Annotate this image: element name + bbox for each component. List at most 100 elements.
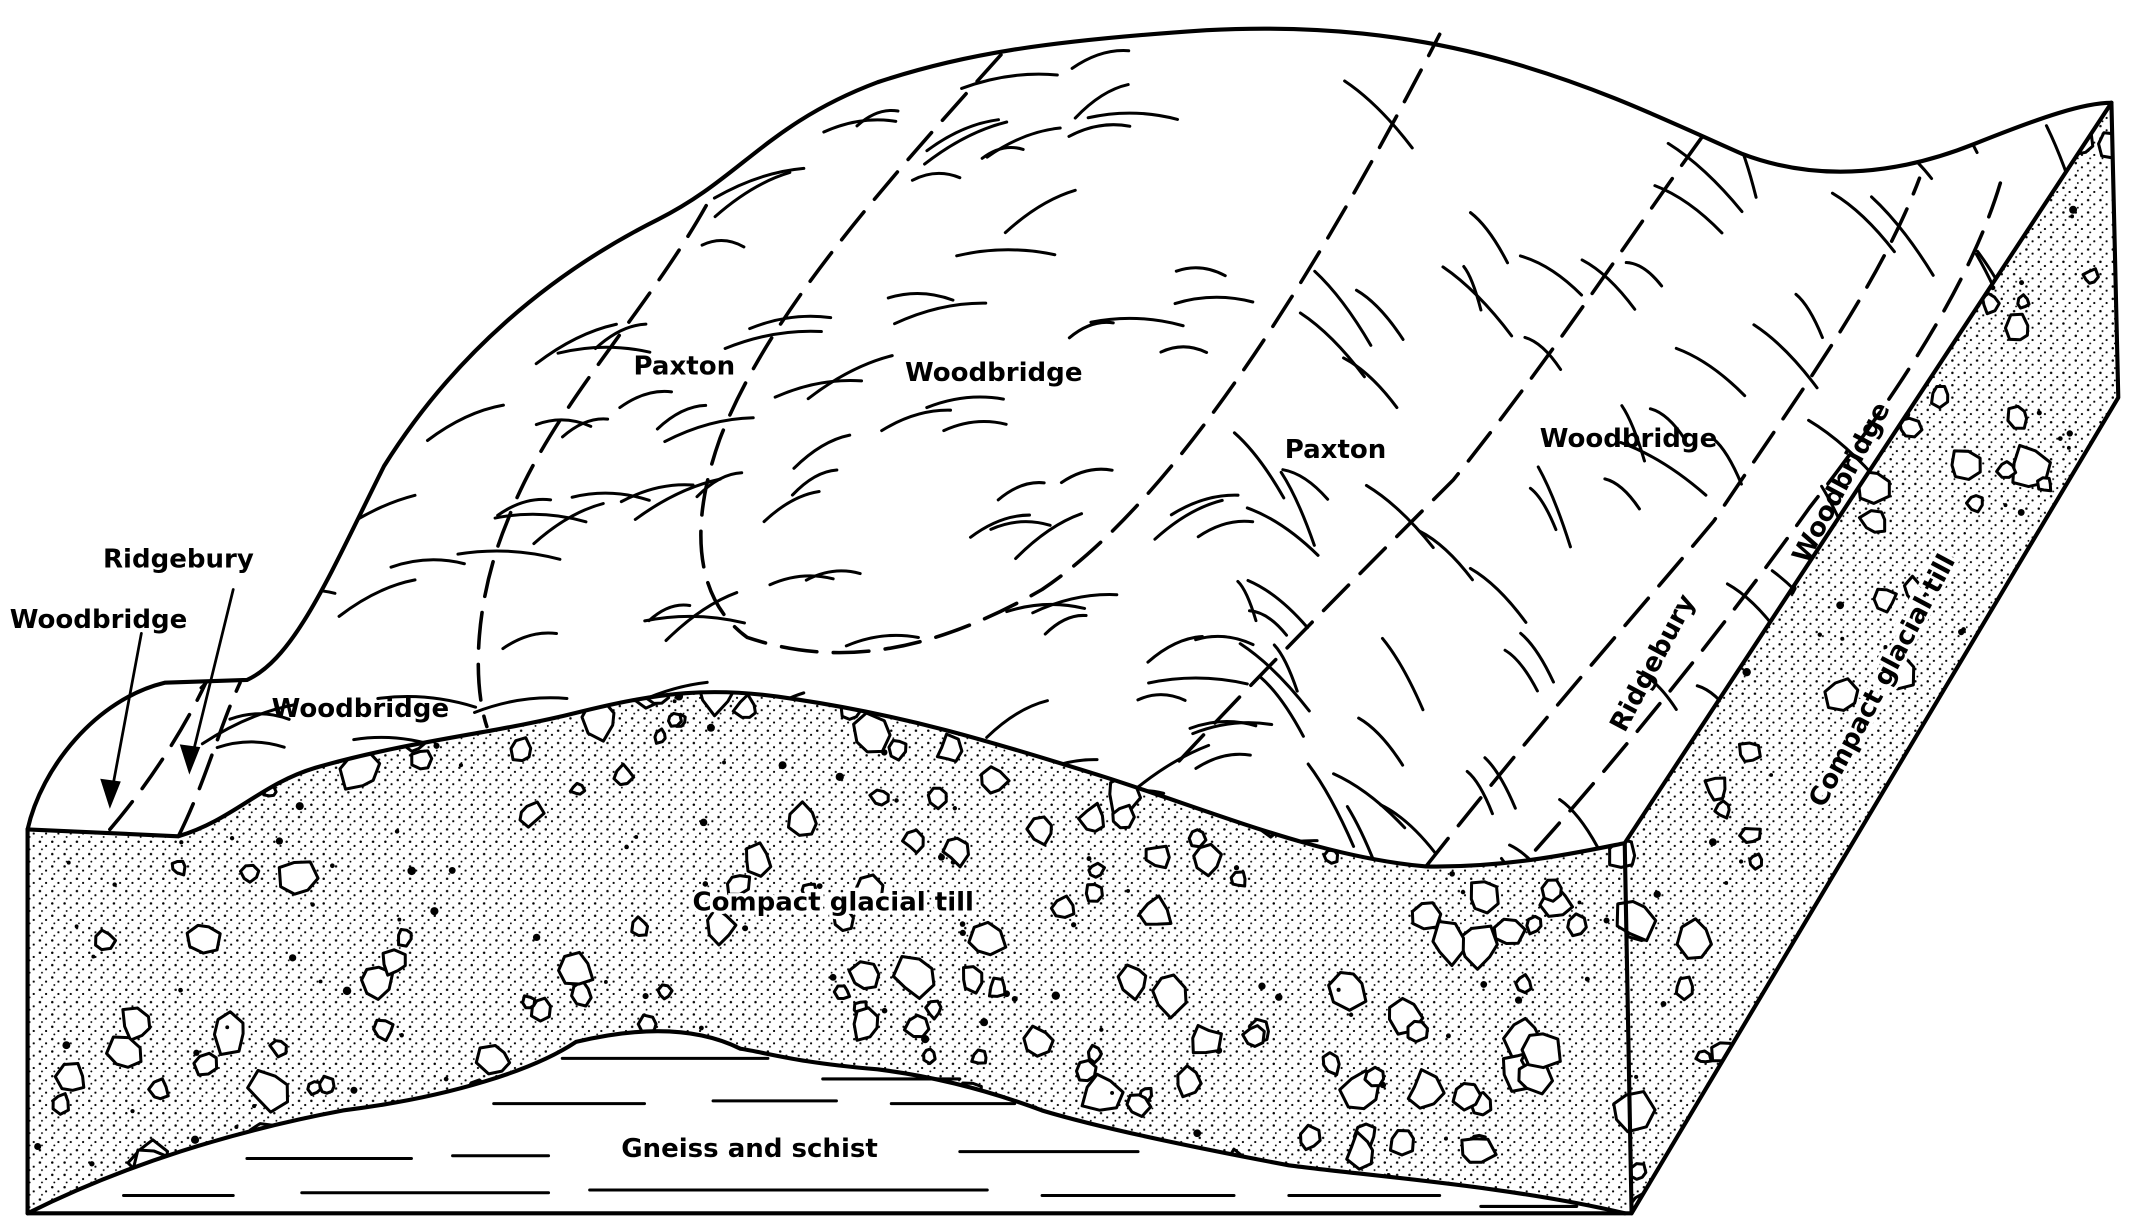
hachure	[1380, 636, 1425, 712]
pebble	[313, 558, 323, 567]
pebble	[624, 844, 629, 850]
hachure	[700, 239, 746, 249]
pebble	[832, 909, 855, 933]
pebble	[1256, 781, 1299, 822]
pebble	[592, 1044, 611, 1066]
pebble	[829, 973, 837, 981]
label-woodbridge-far-left: Woodbridge	[10, 605, 188, 635]
pebble	[1930, 384, 1950, 410]
hachure	[607, 95, 658, 107]
pebble	[1780, 429, 1785, 435]
pebble	[123, 757, 140, 777]
pebble	[91, 954, 96, 959]
pebble	[1769, 773, 1774, 777]
hachure	[1169, 493, 1240, 517]
pebble	[1952, 163, 1958, 169]
hachure	[1073, 83, 1130, 120]
pebble	[1628, 154, 1633, 159]
pebble	[1122, 328, 1146, 349]
pebble	[94, 928, 118, 952]
hachure	[146, 308, 250, 318]
hachure	[822, 118, 898, 134]
pebble	[594, 620, 603, 629]
pebble	[795, 688, 800, 693]
pebble	[1296, 481, 1301, 486]
pebble	[892, 1169, 910, 1188]
hachure	[748, 314, 833, 331]
pebble	[293, 595, 302, 604]
pebble	[1821, 157, 1826, 162]
pebble	[1116, 963, 1148, 1002]
pebble	[1494, 139, 1532, 180]
pebble	[1880, 800, 1885, 805]
pebble	[1211, 462, 1216, 467]
hachure	[1523, 335, 1563, 371]
pebble	[1917, 924, 1952, 960]
pebble	[811, 454, 832, 472]
pebble	[847, 960, 881, 991]
pebble	[1955, 1084, 1990, 1119]
pebble	[329, 683, 334, 688]
pebble	[2046, 809, 2051, 814]
pebble	[479, 167, 500, 188]
hachure	[618, 389, 674, 410]
pebble	[1864, 102, 1910, 132]
pebble	[2036, 410, 2042, 416]
pebble	[1881, 313, 1887, 318]
pebble	[1584, 976, 1590, 982]
hachure	[910, 171, 962, 182]
hachure	[2022, 830, 2055, 866]
pebble	[742, 925, 749, 932]
hachure	[1580, 258, 1637, 311]
pebble	[51, 1092, 70, 1116]
hachure	[517, 98, 575, 111]
pebble	[820, 424, 857, 473]
pebble	[254, 545, 260, 552]
pebble	[1778, 306, 1793, 324]
pebble	[1862, 901, 1868, 907]
pebble	[795, 684, 802, 691]
pebble	[868, 788, 890, 807]
pebble	[952, 572, 957, 577]
pebble	[2003, 102, 2045, 125]
pebble	[484, 301, 490, 307]
pebble	[77, 783, 84, 789]
hachure	[1468, 211, 1510, 265]
hachure	[270, 197, 326, 220]
hachure	[1794, 292, 1824, 340]
pebble	[1938, 752, 1958, 773]
pebble	[497, 158, 522, 191]
hachure	[1483, 756, 1517, 810]
hachure	[1146, 635, 1204, 664]
pebble	[215, 387, 258, 427]
pebble	[1250, 656, 1256, 662]
pebble	[212, 1010, 245, 1057]
pebble	[894, 469, 942, 524]
pebble	[191, 280, 224, 318]
pebble	[1644, 516, 1665, 534]
pebble	[932, 316, 950, 330]
pebble	[830, 1083, 853, 1108]
pebble	[2055, 93, 2059, 97]
pebble	[1582, 623, 1604, 650]
hachure	[1343, 79, 1414, 150]
pebble	[445, 529, 453, 536]
hachure	[1935, 788, 1972, 839]
pebble	[153, 719, 170, 739]
pebble	[321, 473, 340, 491]
pebble	[1722, 102, 1759, 116]
hachure	[534, 418, 593, 428]
pebble	[938, 853, 945, 861]
hachure	[380, 234, 475, 271]
pebble	[518, 411, 534, 430]
pebble	[1830, 878, 1852, 906]
hachure	[1536, 465, 1572, 549]
label-woodbridge-center: Woodbridge	[905, 358, 1083, 388]
pebble	[722, 760, 726, 765]
pebble	[505, 180, 529, 204]
pebble	[682, 241, 689, 248]
hachure	[792, 433, 852, 470]
hachure	[303, 224, 355, 239]
pebble	[594, 109, 602, 117]
